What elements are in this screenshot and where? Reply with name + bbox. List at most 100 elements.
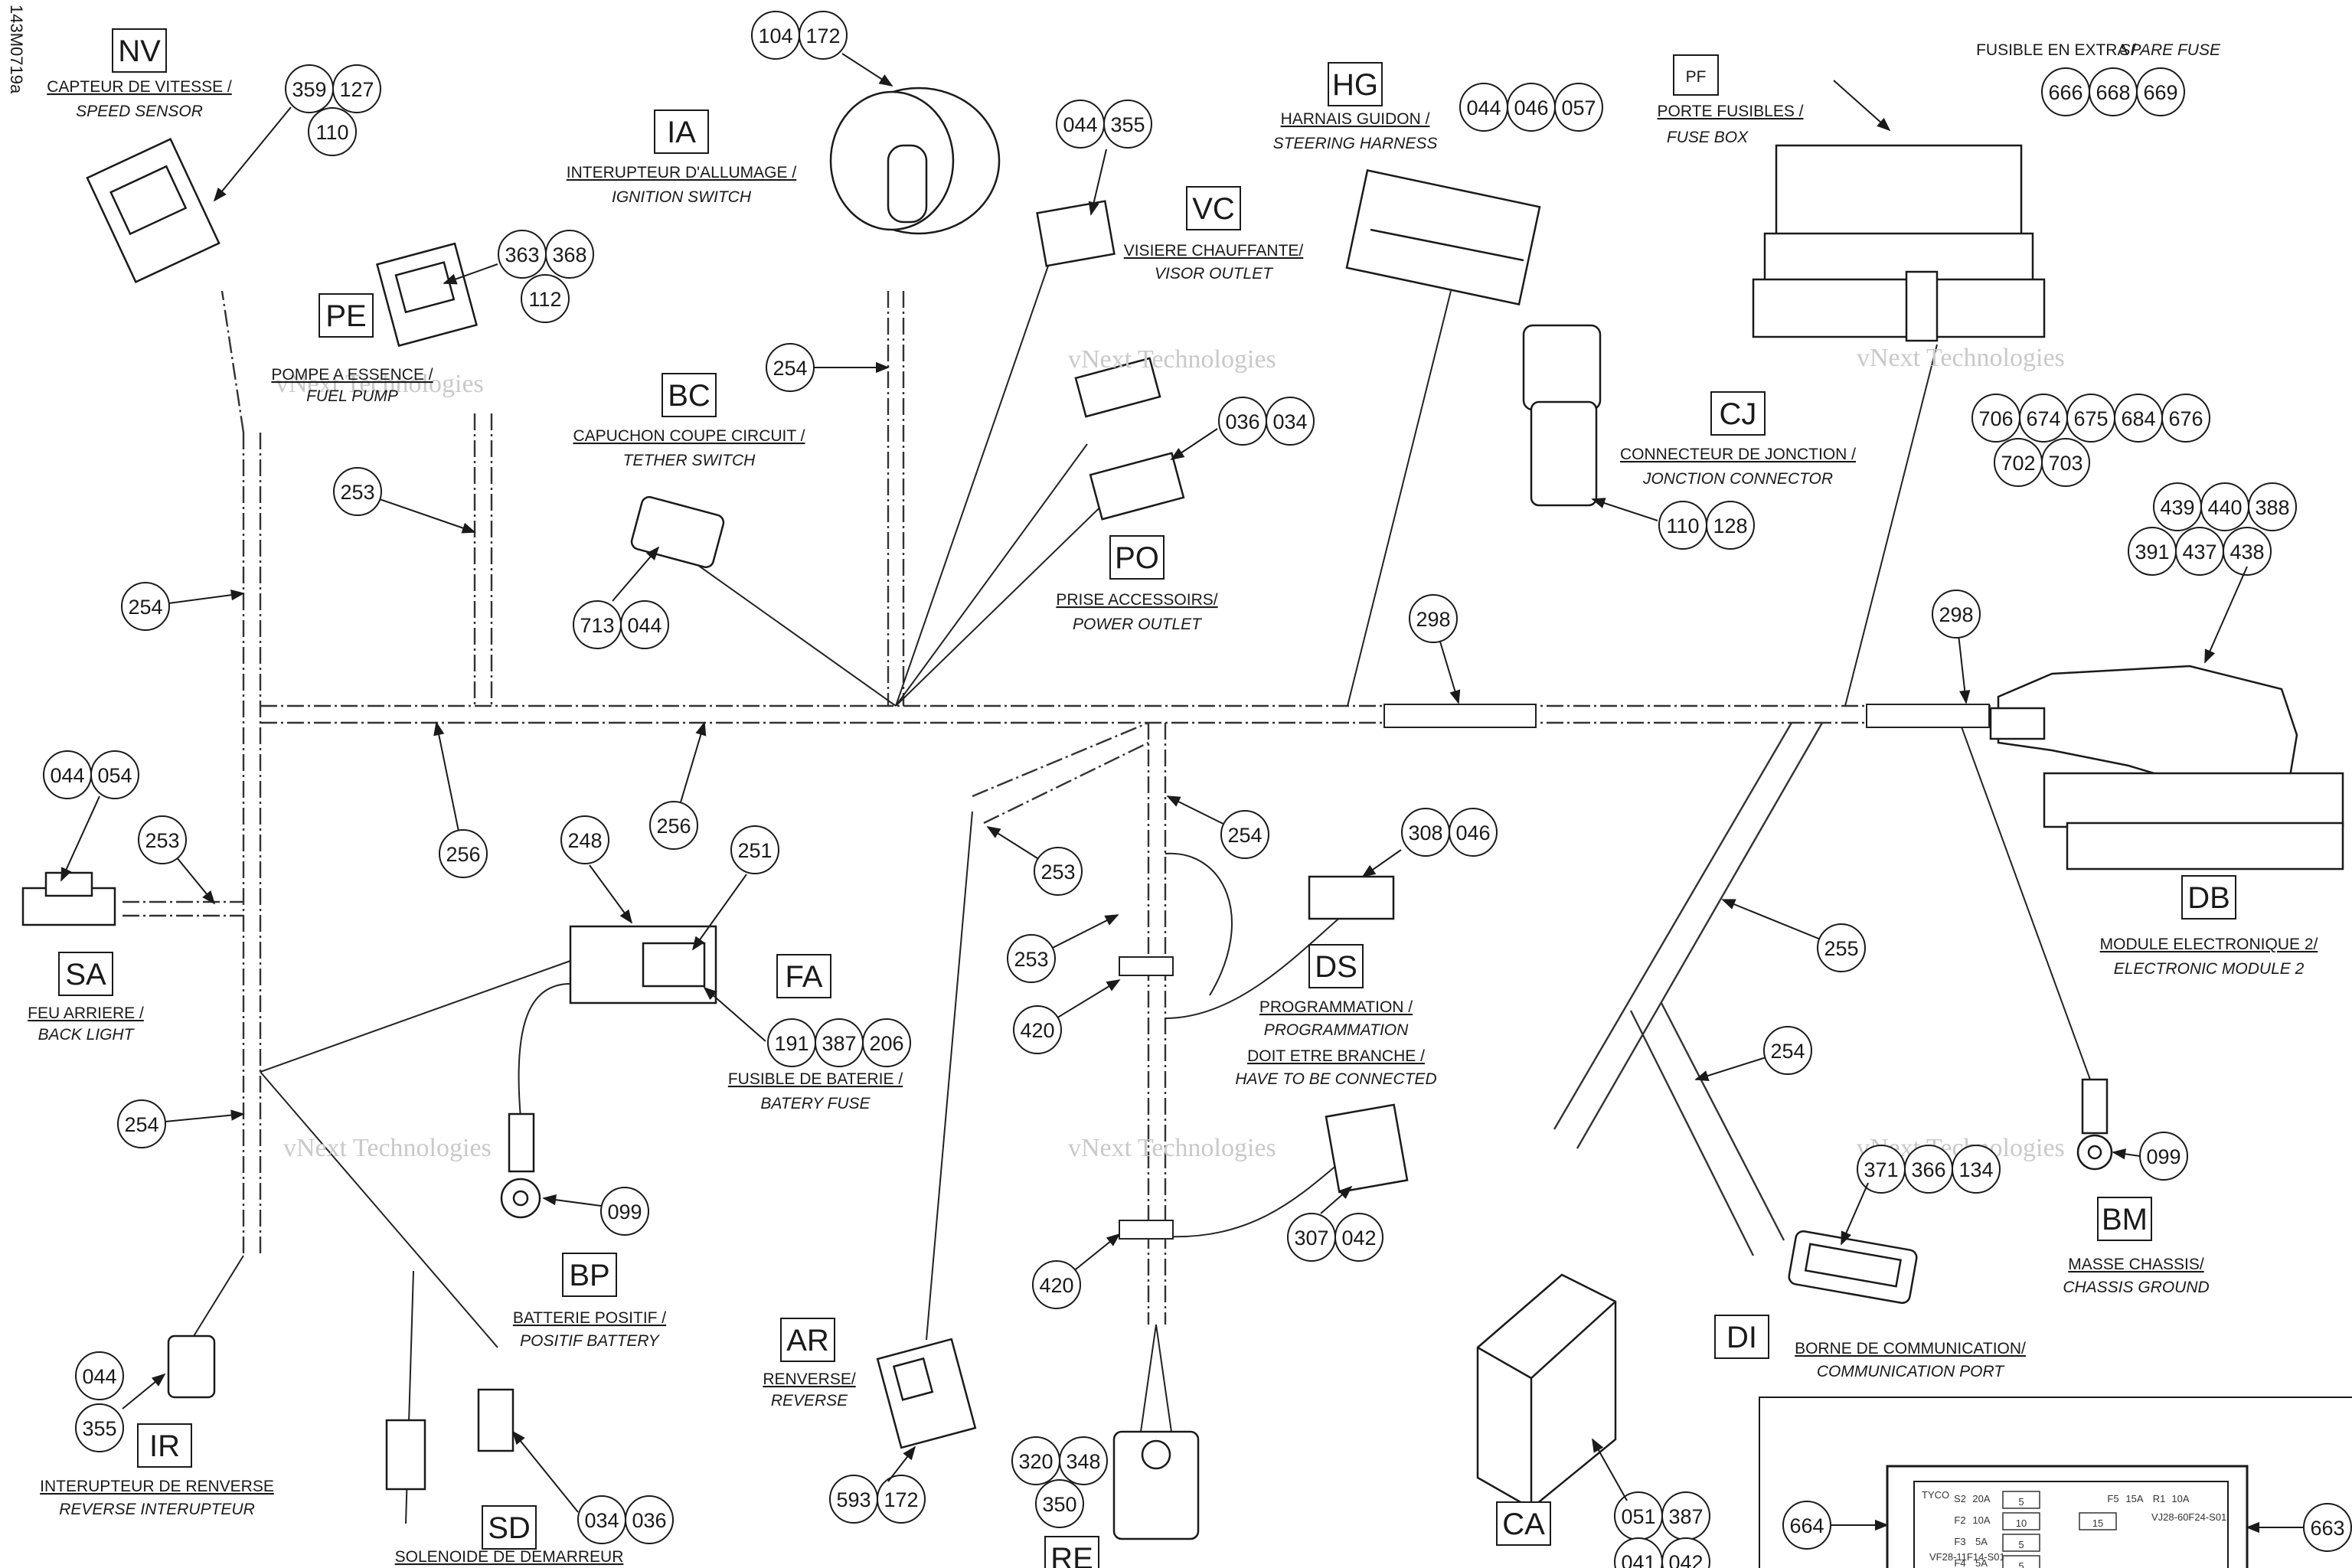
- callout-pf2: 675: [2066, 394, 2115, 443]
- callout-number: 669: [2143, 81, 2177, 104]
- callout-number: 355: [1110, 113, 1145, 136]
- callout-db: 391: [2128, 527, 2177, 576]
- connector-label-fr: CAPTEUR DE VITESSE /: [47, 78, 232, 96]
- speed-sensor-icon: [86, 138, 220, 283]
- connector-label-en: REVERSE INTERUPTEUR: [59, 1501, 255, 1518]
- callout-number: 668: [2096, 81, 2130, 104]
- callout-number: 308: [1408, 822, 1442, 844]
- callout-cj: 110: [1658, 501, 1707, 550]
- fuse-slot-label: 10A: [1972, 1514, 1990, 1526]
- connector-code: AR: [786, 1324, 829, 1357]
- ignition-switch-icon: [829, 87, 1001, 235]
- connector-label-en: COMMUNICATION PORT: [1817, 1363, 2005, 1380]
- callout-po: 034: [1266, 397, 1315, 446]
- callout-number: 044: [82, 1365, 116, 1388]
- wire-number-255: 255: [1817, 923, 1866, 972]
- callout-number: 298: [1416, 608, 1450, 631]
- callout-pf2: 684: [2114, 394, 2163, 443]
- wire-number-298: 298: [1409, 594, 1458, 643]
- connector-code: CJ: [1720, 397, 1757, 431]
- connector-code: VC: [1192, 192, 1235, 226]
- callout-number: 366: [1911, 1158, 1945, 1181]
- callout-re: 348: [1059, 1436, 1108, 1485]
- callout-number: 044: [50, 764, 84, 787]
- right-trunks: [1553, 722, 1824, 1256]
- connector-label-en: ELECTRONIC MODULE 2: [2114, 960, 2305, 978]
- callout-ca: 387: [1661, 1491, 1710, 1540]
- electronic-module-icon: [1989, 665, 2344, 871]
- callout-pf2: 702: [1994, 438, 2043, 487]
- callout-number: 440: [2207, 496, 2242, 519]
- callout-number: 391: [2135, 541, 2169, 564]
- callout-number: 307: [1294, 1227, 1328, 1250]
- watermark: vNext Technologies: [283, 1134, 492, 1162]
- callout-db: 440: [2200, 482, 2249, 531]
- connector-code: SD: [488, 1511, 531, 1545]
- callout-number: 191: [774, 1032, 808, 1055]
- callout-number: 703: [2048, 452, 2082, 475]
- wire-sleeves: [1119, 704, 1990, 1240]
- callout-number: 254: [773, 357, 807, 380]
- callout-number: 363: [505, 243, 539, 266]
- callout-nv: 359: [285, 64, 334, 113]
- callout-po: 036: [1218, 397, 1267, 446]
- callout-number: 251: [737, 839, 772, 862]
- connector-label-en: POSITIF BATTERY: [520, 1332, 661, 1350]
- connector-label-en: SPEED SENSOR: [76, 103, 203, 120]
- callout-db: 439: [2153, 482, 2202, 531]
- callout-number: 206: [869, 1032, 903, 1055]
- wire-number-420: 420: [1032, 1260, 1081, 1309]
- callout-number: 172: [884, 1488, 918, 1511]
- watermark: vNext Technologies: [1068, 1134, 1276, 1162]
- fuse-slot-label: 20A: [1972, 1493, 1990, 1504]
- wire-number-254: 254: [117, 1099, 166, 1148]
- fuse-box-part-left: VF28-11F14-S01: [1929, 1551, 2005, 1563]
- callout-pf4: 663: [2303, 1503, 2352, 1552]
- callout-db: 437: [2175, 527, 2224, 576]
- callout-number: 254: [1770, 1040, 1805, 1063]
- callout-number: 110: [315, 121, 348, 144]
- callout-number: 420: [1039, 1274, 1073, 1297]
- callout-number: 044: [1063, 113, 1097, 136]
- fuse-value: 5: [2018, 1496, 2024, 1508]
- callout-number: 253: [1014, 948, 1048, 971]
- callout-bc: 713: [573, 600, 622, 649]
- callout-number: 046: [1455, 822, 1490, 844]
- connector-label-fr: SOLENOIDE DE DEMARREUR: [395, 1548, 624, 1566]
- positive-battery-terminal-icon: [500, 1112, 541, 1219]
- wire-number-253: 253: [138, 815, 187, 864]
- connector-label-en: TETHER SWITCH: [623, 452, 756, 469]
- callout-number: 350: [1042, 1493, 1076, 1516]
- callout-ir: 044: [75, 1351, 124, 1400]
- ca-connector-icon: [1476, 1273, 1617, 1510]
- callout-bc: 044: [620, 600, 669, 649]
- fuse-box-part-right: VJ28-60F24-S01: [2151, 1511, 2226, 1523]
- connector-code: RE: [1050, 1542, 1093, 1568]
- connector-label-en: REVERSE: [771, 1392, 848, 1410]
- chassis-ground-icon: [2076, 1078, 2113, 1171]
- connector-code: DB: [2187, 881, 2230, 915]
- connector-label-fr: FEU ARRIERE /: [28, 1004, 144, 1022]
- fuse-box-icon: [1752, 144, 2046, 342]
- callout-number: 438: [2230, 541, 2264, 564]
- callout-number: 675: [2073, 407, 2108, 430]
- callout-ia: 104: [751, 11, 800, 60]
- wire-number-254: 254: [1220, 810, 1269, 859]
- connector-label-en: BACK LIGHT: [38, 1026, 136, 1044]
- fuse-slot-label: R1: [2153, 1493, 2166, 1504]
- connector-label-fr: HARNAIS GUIDON /: [1281, 110, 1430, 128]
- connector-code: CA: [1502, 1508, 1545, 1541]
- callout-ds2: 307: [1287, 1213, 1336, 1262]
- callout-number: 036: [1225, 410, 1259, 433]
- connector-code: NV: [118, 34, 161, 68]
- callout-number: 298: [1939, 603, 1973, 626]
- callout-bm: 099: [2139, 1132, 2188, 1181]
- callout-number: 034: [584, 1509, 619, 1532]
- callout-number: 359: [292, 78, 326, 101]
- callout-fa: 251: [730, 825, 779, 874]
- callout-ds2: 042: [1334, 1213, 1383, 1262]
- callout-ca: 051: [1614, 1491, 1663, 1540]
